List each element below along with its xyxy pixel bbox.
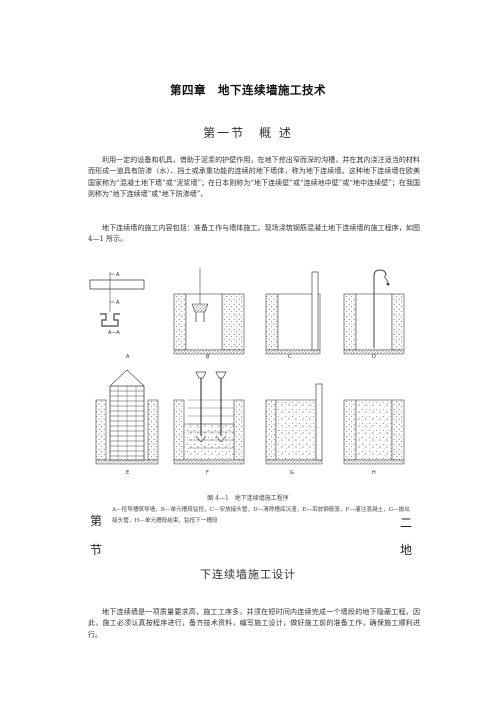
panel-f-concreting [173, 371, 245, 465]
panel-c-joint-pipe [265, 271, 321, 355]
section-mark-a-a: A—A [108, 330, 120, 336]
figure-caption: 图 4—1 地下连续墙施工程序 [207, 495, 289, 502]
panel-label-c: C [288, 354, 292, 360]
chapter-title: 第四章 地下连续墙施工技术 [170, 83, 326, 97]
section-2-title: 下连续墙施工设计 [200, 568, 296, 581]
section-2-char-jie: 节 [90, 543, 103, 557]
panel-label-h: H [372, 470, 376, 476]
panel-d-desilting [343, 269, 405, 355]
section-1-paragraph-2: 地下连续墙的施工内容包括：准备工作与墙体施工。现场浇筑钢筋混凝土地下连续墙的施工… [88, 224, 420, 244]
panel-a-guide-wall: A A A—A [89, 272, 145, 336]
panel-label-g: G [290, 470, 294, 476]
figure-legend: A—挖导槽筑导墙，B—单元槽段钻挖，C—安放接头管，D—清除槽底沉渣，E—吊放钢… [112, 507, 410, 524]
panel-label-e: E [126, 470, 129, 476]
section-2-char-di: 第 [90, 514, 103, 528]
section-2-char-di2: 地 [400, 543, 413, 557]
section-1-paragraph-1: 利用一定的设备和机具，借助于泥浆的护壁作用，在地下挖出窄而深的沟槽，并在其内浇注… [88, 156, 420, 198]
section-mark-a-bottom: A [116, 300, 120, 306]
section-1-title: 第一节 概 述 [203, 126, 293, 140]
section-2-char-er: 二 [400, 516, 413, 530]
panel-label-f: F [206, 470, 209, 476]
panel-e-rebar-cage [95, 369, 159, 465]
panel-label-b: B [206, 354, 210, 360]
section-2-paragraph: 地下连续墙是一项质量要求高，施工工序多，并须在短时间内连续完成一个墙段的地下隐蔽… [88, 608, 420, 639]
section-mark-a-top: A [116, 272, 120, 278]
panel-label-a: A [126, 354, 130, 360]
panel-g-pipe-extraction [265, 383, 323, 465]
construction-sequence-figure: A A A—A [88, 268, 418, 483]
panel-label-d: D [372, 354, 376, 360]
panel-b-excavation [173, 268, 245, 355]
panel-h-panel-complete [343, 399, 405, 465]
